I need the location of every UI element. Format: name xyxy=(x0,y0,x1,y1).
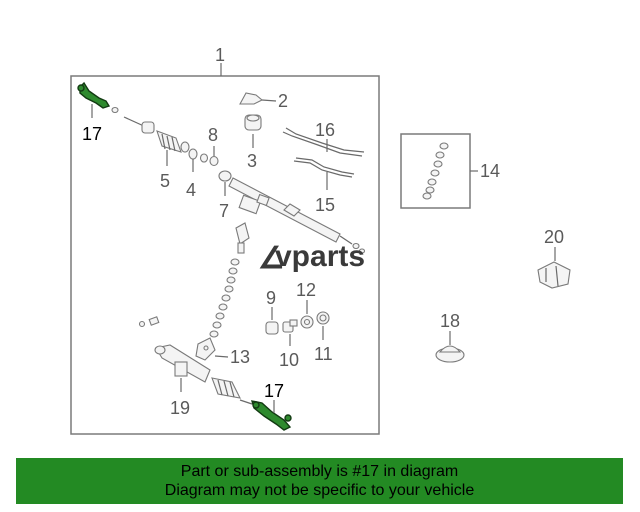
seal-kit-rings xyxy=(422,142,449,200)
callout-2: 2 xyxy=(278,91,288,111)
part-2-clamp xyxy=(239,92,277,105)
banner-line-1: Part or sub-assembly is #17 in diagram xyxy=(180,463,459,480)
part-19-gear-housing xyxy=(154,344,211,392)
callout-19: 19 xyxy=(170,398,190,418)
part-4-clamp xyxy=(180,141,198,172)
watermark-text: vparts xyxy=(275,240,365,273)
callout-4: 4 xyxy=(186,180,196,200)
banner-line-2: Diagram may not be specific to your vehi… xyxy=(164,482,475,499)
part-17-tie-rod-end-lower xyxy=(251,400,292,431)
callout-17-upper: 17 xyxy=(82,124,102,144)
main-assembly-box xyxy=(70,75,380,435)
callout-1: 1 xyxy=(215,45,225,65)
callout-5: 5 xyxy=(160,171,170,191)
watermark-logo: ∠ vparts xyxy=(258,240,365,275)
callout-3: 3 xyxy=(247,151,257,171)
callout-11: 11 xyxy=(314,344,333,364)
part-5-boot xyxy=(156,130,182,166)
part-7-bushing xyxy=(218,170,232,196)
part-12-washer xyxy=(300,300,314,329)
part-13-bracket xyxy=(195,337,229,361)
callout-9: 9 xyxy=(266,288,276,308)
callout-13: 13 xyxy=(230,347,250,367)
callout-7: 7 xyxy=(219,201,229,221)
part-17-tie-rod-end-upper xyxy=(77,81,111,109)
part-20-bracket xyxy=(537,247,571,289)
callout-8: 8 xyxy=(208,125,218,145)
rack-housing-tube xyxy=(228,177,366,254)
callout-10: 10 xyxy=(279,350,299,370)
part-18-cap xyxy=(435,331,465,363)
callout-16: 16 xyxy=(315,120,335,140)
callout-18: 18 xyxy=(440,311,460,331)
part-10-bolt xyxy=(282,319,298,346)
watermark-mark: ∠ xyxy=(258,242,285,275)
callout-12: 12 xyxy=(296,280,316,300)
part-16-pipe xyxy=(282,127,365,157)
part-3-bushing xyxy=(244,114,262,148)
part-15-pipe xyxy=(293,157,355,190)
callout-15: 15 xyxy=(315,195,335,215)
small-bolts xyxy=(138,316,160,328)
callout-20: 20 xyxy=(544,227,564,247)
valve-assembly xyxy=(209,222,250,338)
callout-14: 14 xyxy=(480,161,500,181)
callout-17-lower: 17 xyxy=(264,381,284,401)
part-8-ring xyxy=(199,146,219,167)
upper-inner-rod xyxy=(111,106,155,134)
part-11-nut xyxy=(316,311,330,340)
info-banner: Part or sub-assembly is #17 in diagram D… xyxy=(16,458,623,504)
part-9-bushing xyxy=(265,307,279,335)
lower-boot xyxy=(211,377,253,405)
